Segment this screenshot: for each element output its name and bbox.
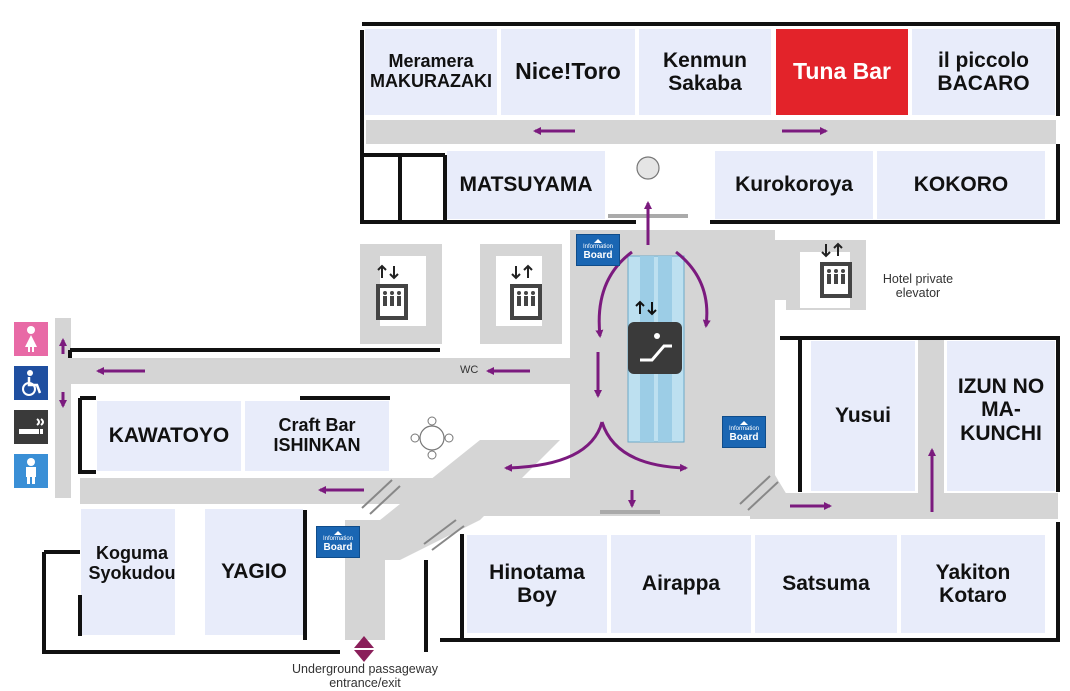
info-board-bottom: Board — [729, 432, 759, 443]
escalator — [627, 255, 685, 443]
store-label-airappa: Airappa — [641, 572, 721, 596]
direction-arrows — [59, 127, 936, 512]
store-label-craftbar: Craft Bar ISHINKAN — [273, 415, 361, 455]
triangle-icon — [334, 531, 342, 535]
wc-label: WC — [460, 364, 479, 376]
shop-yagio — [203, 507, 305, 637]
information-board: Information Board — [576, 234, 620, 266]
shop-piccolo — [910, 27, 1057, 117]
underground-exit-icon — [354, 636, 374, 662]
store-label-tunabar: Tuna Bar — [793, 58, 891, 85]
info-board-top: Information — [582, 244, 613, 250]
shop-hinotama — [465, 533, 609, 635]
shop-kurokoroya — [713, 149, 875, 221]
male-restroom-icon — [14, 454, 48, 488]
shop-nicetoro — [499, 27, 637, 117]
accessible-restroom-icon — [14, 366, 48, 400]
female-restroom-icon — [14, 322, 48, 356]
triangle-icon — [740, 421, 748, 425]
shop-craftbar — [243, 399, 391, 473]
store-label-kurokoroya: Kurokoroya — [735, 173, 853, 197]
store-label-matsuyama: MATSUYAMA — [459, 173, 593, 197]
hotel-elevator-label: Hotel private elevator — [882, 272, 954, 301]
smoking-area-icon — [14, 410, 48, 444]
information-board: Information Board — [722, 416, 766, 448]
elevator-icon — [376, 242, 852, 320]
shop-tunabar — [774, 27, 910, 117]
store-label-kenmun: Kenmun Sakaba — [663, 48, 747, 95]
info-board-top: Information — [728, 426, 759, 432]
store-label-yakiton: Yakiton Kotaro — [935, 560, 1011, 607]
walls — [42, 22, 1060, 654]
shop-kenmun — [637, 27, 773, 117]
info-board-bottom: Board — [323, 542, 353, 553]
store-label-izun: IZUN NO MA-KUNCHI — [957, 375, 1045, 445]
store-label-koguma: Koguma Syokudou — [88, 543, 176, 583]
shop-satsuma — [753, 533, 899, 635]
shop-yusui — [809, 339, 917, 493]
store-label-yagio: YAGIO — [221, 560, 287, 584]
triangle-icon — [594, 239, 602, 243]
store-label-meramera: Meramera MAKURAZAKI — [370, 51, 492, 91]
store-label-piccolo: il piccolo BACARO — [937, 48, 1030, 95]
information-board: Information Board — [316, 526, 360, 558]
store-label-yusui: Yusui — [834, 404, 892, 428]
info-board-bottom: Board — [583, 250, 613, 261]
info-board-top: Information — [322, 536, 353, 542]
store-label-hinotama: Hinotama Boy — [489, 560, 585, 607]
store-label-nicetoro: Nice!Toro — [515, 58, 621, 85]
store-label-kawatoyo: KAWATOYO — [108, 424, 230, 448]
shop-kokoro — [875, 149, 1047, 221]
shop-izun — [945, 339, 1057, 493]
shop-yakiton — [899, 533, 1047, 635]
shop-koguma — [79, 507, 177, 637]
store-label-kokoro: KOKORO — [913, 173, 1009, 197]
shop-meramera — [363, 27, 499, 117]
shop-kawatoyo — [95, 399, 243, 473]
shops — [79, 27, 1057, 637]
door-marks — [361, 475, 779, 551]
underground-label: Underground passageway entrance/exit — [292, 662, 438, 691]
shop-airappa — [609, 533, 753, 635]
store-label-satsuma: Satsuma — [782, 572, 870, 596]
